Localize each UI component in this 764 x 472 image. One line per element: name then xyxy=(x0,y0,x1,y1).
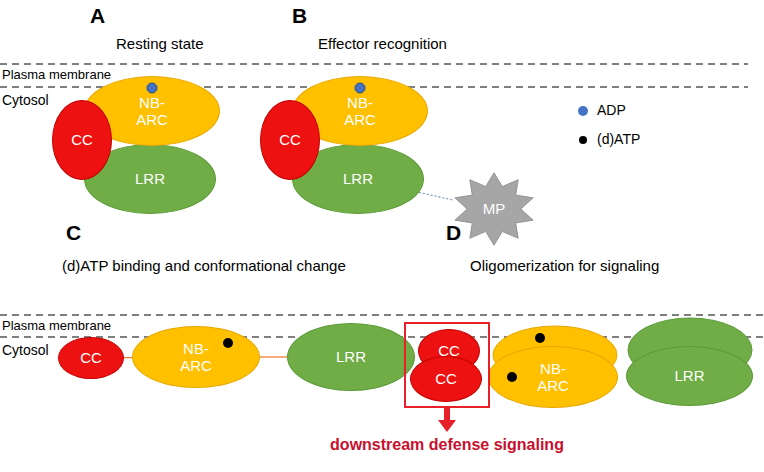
pathogen-effector-star: MP xyxy=(452,172,536,246)
domain-label: CC xyxy=(71,131,93,148)
highlight-box xyxy=(405,323,489,407)
domain-label: CC xyxy=(279,131,301,148)
domain-label: LRR xyxy=(135,170,165,187)
panel-title: Oligomerization for signaling xyxy=(470,257,659,274)
panel-title: Resting state xyxy=(116,35,204,52)
signal-arrowhead xyxy=(438,420,456,432)
legend-swatch xyxy=(576,133,590,147)
panel-title: Effector recognition xyxy=(318,35,447,52)
domain-label: LRR xyxy=(674,367,704,384)
membrane-label: Plasma membrane xyxy=(2,67,111,82)
adp-dot xyxy=(355,83,365,93)
domain-label: LRR xyxy=(343,170,373,187)
signal-arrow xyxy=(444,407,450,421)
cc-domain: CC xyxy=(410,356,482,402)
domain-label: NB-ARC xyxy=(529,360,577,395)
membrane-label: Plasma membrane xyxy=(2,318,111,333)
legend-text: (d)ATP xyxy=(597,131,640,147)
cc-domain: CC xyxy=(260,100,320,180)
nbarc-domain: NB-ARC xyxy=(488,346,618,408)
linker-line xyxy=(260,357,287,358)
legend-text: ADP xyxy=(597,102,626,118)
compartment-label: Cytosol xyxy=(2,342,49,358)
atp-dot xyxy=(223,338,233,348)
adp-dot xyxy=(147,83,157,93)
panel-title: (d)ATP binding and conformational change xyxy=(62,257,346,274)
signal-label: downstream defense signaling xyxy=(300,436,594,454)
panel-letter: A xyxy=(90,4,105,28)
cc-domain: CC xyxy=(58,337,124,379)
cc-domain: CC xyxy=(52,100,112,180)
binding-line xyxy=(419,192,453,200)
lrr-domain: LRR xyxy=(287,323,415,391)
lrr-domain: LRR xyxy=(626,346,753,406)
nbarc-domain: NB-ARC xyxy=(132,326,260,388)
linker-line xyxy=(124,357,132,358)
panel-letter: B xyxy=(292,4,307,28)
domain-label: CC xyxy=(435,370,457,387)
compartment-label: Cytosol xyxy=(2,92,49,108)
atp-dot xyxy=(535,333,545,343)
domain-label: LRR xyxy=(336,348,366,365)
legend-swatch xyxy=(576,104,590,118)
domain-label: NB-ARC xyxy=(336,94,384,129)
domain-label: CC xyxy=(80,349,102,366)
domain-label: NB-ARC xyxy=(128,94,176,129)
atp-dot xyxy=(507,372,517,382)
panel-letter: D xyxy=(446,221,461,245)
domain-label: NB-ARC xyxy=(172,340,220,375)
panel-letter: C xyxy=(66,221,81,245)
domain-label: MP xyxy=(483,200,506,217)
membrane-line xyxy=(0,315,764,316)
membrane-line xyxy=(0,64,748,65)
